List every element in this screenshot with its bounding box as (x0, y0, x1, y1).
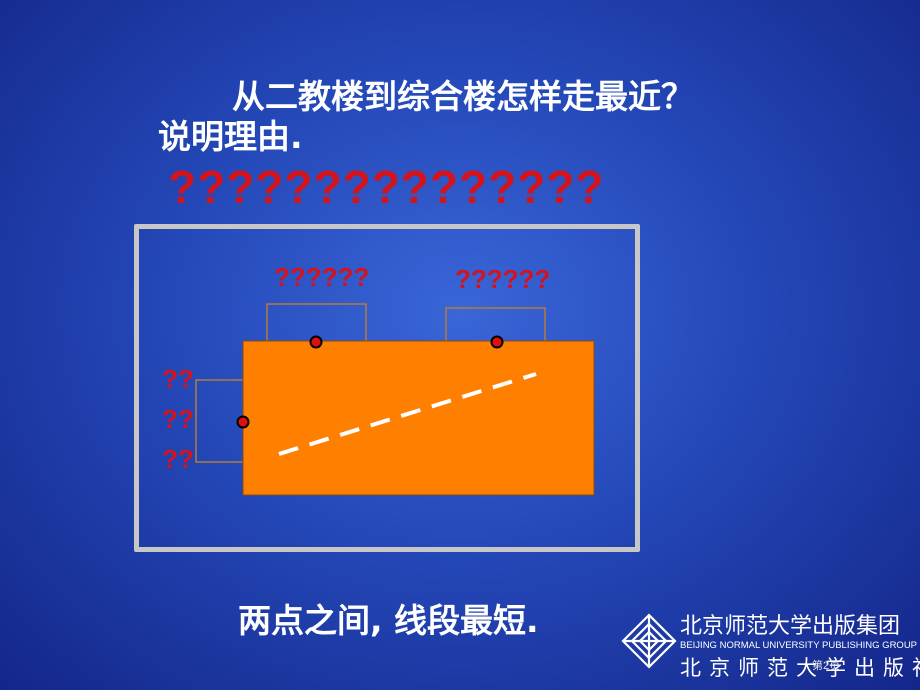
entrance-dot-top-right (490, 335, 504, 349)
dashed-path-line (278, 372, 537, 456)
red-heading: ??????????????? (168, 161, 605, 213)
map-label-top-right: ?????? (455, 264, 551, 294)
answer-text: 两点之间, 线段最短. (238, 601, 539, 640)
map-label-left-3: ?? (162, 444, 194, 474)
map-label-left-1: ?? (162, 364, 194, 394)
entrance-dot-top-left (309, 335, 323, 349)
publisher-name-cn: 北京师范大学出版集团 (680, 614, 901, 639)
campus-map-frame (134, 224, 640, 552)
question-text: 从二教楼到综合楼怎样走最近？ 说明理由. (158, 74, 858, 160)
publisher-name-cn-2: 北京师范大学出版社 (680, 656, 920, 680)
page-number: 第2页 (812, 660, 841, 672)
publisher-logo-icon (621, 613, 677, 669)
map-label-top-left: ?????? (274, 262, 370, 292)
question-line-2: 说明理由. (158, 117, 303, 156)
map-label-left-2: ?? (162, 404, 194, 434)
publisher-name-en: BEIJING NORMAL UNIVERSITY PUBLISHING GRO… (680, 640, 918, 651)
publisher-block: 北京师范大学出版集团 BEIJING NORMAL UNIVERSITY PUB… (618, 608, 920, 688)
entrance-dot-left (236, 415, 250, 429)
question-line-1: 从二教楼到综合楼怎样走最近？ (232, 77, 694, 116)
main-building-block (242, 340, 595, 496)
